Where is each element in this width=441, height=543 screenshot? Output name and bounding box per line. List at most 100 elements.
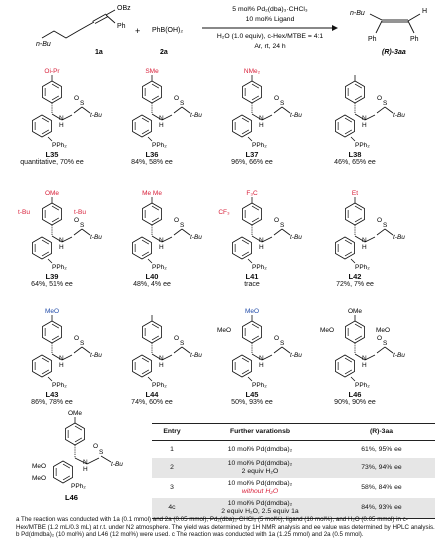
svg-text:O: O bbox=[274, 217, 279, 224]
svg-text:PPh₂: PPh₂ bbox=[252, 264, 267, 271]
svg-text:O: O bbox=[174, 95, 179, 102]
ligand-result: 46%, 65% ee bbox=[334, 159, 376, 166]
svg-text:O: O bbox=[377, 335, 382, 342]
svg-text:t-Bu: t-Bu bbox=[393, 352, 405, 359]
ligand-result: 84%, 58% ee bbox=[131, 159, 173, 166]
svg-text:O: O bbox=[74, 95, 79, 102]
reagent-2a-label: 2a bbox=[160, 49, 168, 56]
row-result: 73%, 94% ee bbox=[328, 458, 435, 478]
svg-text:N: N bbox=[159, 115, 164, 122]
svg-text:PPh₂: PPh₂ bbox=[52, 382, 67, 389]
sm-obz: OBz bbox=[117, 5, 131, 12]
arrow-head bbox=[332, 25, 338, 31]
ligand-result: 50%, 93% ee bbox=[231, 399, 273, 406]
svg-text:MeO: MeO bbox=[320, 327, 334, 334]
ligand-label: L35 bbox=[45, 150, 59, 159]
svg-text:MeO: MeO bbox=[217, 327, 231, 334]
svg-text:H: H bbox=[362, 362, 367, 369]
svg-text:S: S bbox=[180, 340, 185, 347]
svg-text:L46: L46 bbox=[65, 493, 78, 502]
ligand-label: L41 bbox=[245, 272, 259, 281]
svg-text:S: S bbox=[383, 222, 388, 229]
row-result: 61%, 95% ee bbox=[361, 445, 402, 453]
svg-text:NMe₂: NMe₂ bbox=[244, 68, 261, 75]
ligand-label: L44 bbox=[145, 390, 159, 399]
svg-text:N: N bbox=[59, 237, 64, 244]
sm-1a-label: 1a bbox=[95, 49, 103, 56]
row-entry: 3 bbox=[170, 484, 174, 491]
svg-text:PPh₂: PPh₂ bbox=[71, 483, 86, 490]
svg-text:t-Bu: t-Bu bbox=[393, 112, 405, 119]
svg-text:t-Bu: t-Bu bbox=[393, 234, 405, 241]
svg-text:N: N bbox=[362, 115, 367, 122]
row-entry: 1 bbox=[170, 445, 174, 453]
variations-table: Entry Further varationsb (R)-3aa 1 10 mo… bbox=[152, 423, 435, 519]
svg-text:Et: Et bbox=[352, 190, 358, 197]
header-entry: Entry bbox=[152, 423, 192, 441]
svg-text:S: S bbox=[180, 100, 185, 107]
product-label: (R)-3aa bbox=[382, 49, 406, 56]
ligand-label: L42 bbox=[348, 272, 362, 281]
sm-ph: Ph bbox=[117, 23, 126, 30]
ligand-label: L45 bbox=[245, 390, 259, 399]
svg-text:S: S bbox=[280, 100, 285, 107]
svg-text:N: N bbox=[159, 355, 164, 362]
svg-text:PPh₂: PPh₂ bbox=[152, 142, 167, 149]
svg-text:t-Bu: t-Bu bbox=[190, 234, 202, 241]
row-result: 84%, 93% ee bbox=[328, 498, 435, 519]
svg-text:PPh₂: PPh₂ bbox=[355, 382, 370, 389]
svg-text:t-Bu: t-Bu bbox=[190, 352, 202, 359]
svg-text:S: S bbox=[383, 340, 388, 347]
svg-text:Oi-Pr: Oi-Pr bbox=[44, 68, 60, 75]
svg-text:t-Bu: t-Bu bbox=[90, 234, 102, 241]
svg-text:PPh₂: PPh₂ bbox=[355, 264, 370, 271]
svg-text:O: O bbox=[377, 217, 382, 224]
svg-text:t-Bu: t-Bu bbox=[290, 234, 302, 241]
ligand-result: trace bbox=[244, 281, 260, 288]
ligand-label: L43 bbox=[45, 390, 59, 399]
svg-text:MeO: MeO bbox=[245, 308, 259, 315]
svg-text:H: H bbox=[362, 122, 367, 129]
product-structure bbox=[369, 13, 421, 34]
svg-text:N: N bbox=[83, 459, 88, 466]
svg-text:N: N bbox=[259, 355, 264, 362]
plus-sign: + bbox=[135, 26, 140, 36]
sm-nbu: n-Bu bbox=[36, 41, 51, 48]
ligand-label: L37 bbox=[245, 150, 259, 159]
ligand-label: L38 bbox=[348, 150, 362, 159]
svg-text:O: O bbox=[174, 217, 179, 224]
svg-text:N: N bbox=[59, 115, 64, 122]
svg-text:S: S bbox=[80, 100, 85, 107]
svg-text:N: N bbox=[259, 237, 264, 244]
svg-text:CF₃: CF₃ bbox=[218, 209, 230, 216]
svg-text:MeO: MeO bbox=[32, 475, 46, 482]
svg-text:MeO: MeO bbox=[376, 327, 390, 334]
ligand-result: 74%, 60% ee bbox=[131, 399, 173, 406]
reagent-2a-formula: PhB(OH)₂ bbox=[152, 27, 183, 34]
svg-text:PPh₂: PPh₂ bbox=[52, 264, 67, 271]
product-ph2: Ph bbox=[410, 36, 419, 43]
svg-text:O: O bbox=[93, 443, 98, 450]
ligand-label: L36 bbox=[145, 150, 159, 159]
svg-text:t-Bu: t-Bu bbox=[190, 112, 202, 119]
svg-text:O: O bbox=[74, 217, 79, 224]
product-ph1: Ph bbox=[368, 36, 377, 43]
svg-text:S: S bbox=[280, 340, 285, 347]
header-product: (R)-3aa bbox=[328, 423, 435, 441]
svg-text:S: S bbox=[80, 222, 85, 229]
ligand-result: 86%, 78% ee bbox=[31, 399, 73, 406]
